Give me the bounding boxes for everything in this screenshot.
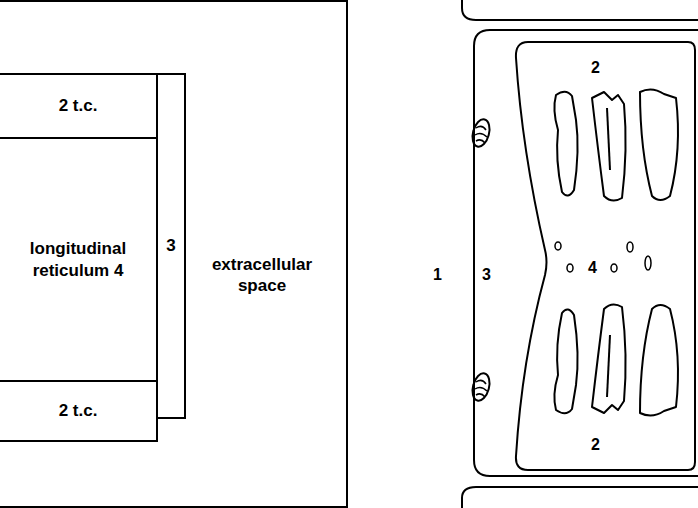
t-system-outline — [516, 42, 695, 470]
node-label: 2 t.c. — [59, 95, 98, 116]
reticulum-box: longitudinal reticulum 4 — [0, 137, 158, 382]
node-label: 2 t.c. — [59, 400, 98, 421]
callout-number: 2 — [590, 437, 601, 453]
callout-number: 1 — [432, 267, 443, 283]
callout-number: 3 — [481, 267, 492, 283]
mitochondrion — [470, 371, 493, 402]
reticulum-tubules — [554, 304, 678, 415]
t-cisterna-box: 2 t.c. — [0, 380, 158, 442]
neighbour-cell-outline — [462, 0, 698, 20]
vesicles — [555, 242, 651, 272]
node-label: 3 — [166, 235, 175, 256]
outer-panel: extracellular space 2 t.c. longitudinal re… — [0, 0, 348, 508]
mitochondrion — [470, 117, 493, 148]
callout-number: 4 — [587, 260, 598, 276]
reticulum-tubules — [554, 89, 678, 200]
node-label: longitudinal reticulum 4 — [30, 238, 126, 281]
region-box: 3 — [156, 73, 186, 419]
neighbour-cell-outline — [462, 487, 698, 508]
callout-number: 2 — [590, 60, 601, 76]
cell-membrane — [474, 30, 698, 476]
t-cisterna-box: 2 t.c. — [0, 73, 158, 139]
node-label: extracellular space — [212, 254, 312, 297]
